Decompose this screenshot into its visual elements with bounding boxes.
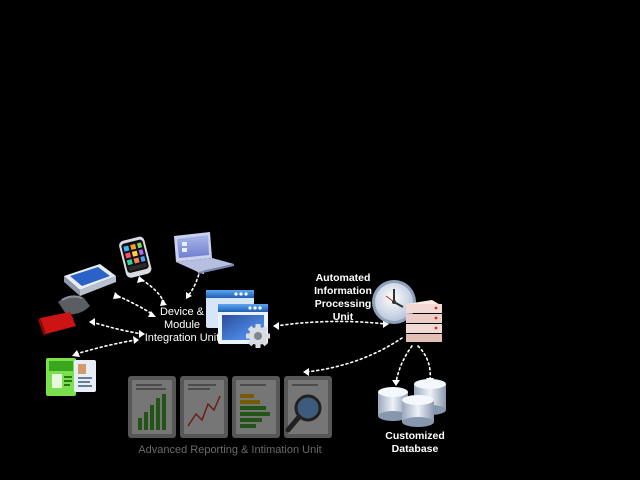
magnifier-report-icon <box>284 376 332 438</box>
auto-label-line-4: Unit <box>332 311 354 323</box>
integration-hub-icon <box>206 290 270 348</box>
auto-label-line-3: Processing <box>314 298 372 310</box>
connector-idcard-hub <box>75 339 137 355</box>
device-integration-label: Device & Module Integration Unit <box>130 306 234 345</box>
db-cylinder <box>402 395 434 427</box>
db-label-line-1: Customized <box>385 430 445 442</box>
clock-icon <box>372 280 416 324</box>
arrowhead <box>392 380 400 386</box>
connector-processing-db-left <box>395 345 413 383</box>
arrowhead <box>137 276 145 283</box>
arrowhead <box>383 320 389 328</box>
connector-phone-hub <box>141 279 165 303</box>
laptop-icon <box>174 232 234 274</box>
device-label-line-2: Module <box>163 319 201 331</box>
arrowhead <box>133 336 139 344</box>
horizontal-bar-report-icon <box>232 376 280 438</box>
connector-processing-db-right <box>417 345 432 381</box>
arrowhead <box>113 292 121 299</box>
device-label-line-3: Integration Unit <box>144 332 220 344</box>
scanner-icon <box>64 264 116 296</box>
auto-label-line-2: Information <box>314 285 372 297</box>
processing-unit-icon <box>372 280 442 342</box>
db-cylinder <box>378 387 408 421</box>
connector-barcode-hub <box>91 321 143 335</box>
automated-processing-label: Automated Information Processing Unit <box>298 272 388 324</box>
arrowhead <box>303 368 309 376</box>
device-label-line-1: Device & <box>159 306 205 318</box>
reporting-unit-label: Advanced Reporting & Intimation Unit <box>138 444 322 456</box>
arrowhead <box>273 322 279 330</box>
arrowhead <box>72 350 80 357</box>
arrowhead <box>139 330 145 338</box>
bar-chart-report-icon <box>128 376 176 438</box>
database-icon <box>378 379 446 427</box>
smartphone-icon <box>119 236 152 278</box>
database-label: Customized Database <box>372 430 458 456</box>
connector-scanner-hub <box>117 295 153 315</box>
auto-label-line-1: Automated <box>315 272 371 284</box>
arrowhead <box>148 311 156 317</box>
arrowhead <box>186 292 192 299</box>
connector-hub-processing <box>275 320 387 327</box>
arrowhead <box>89 318 95 326</box>
connector-processing-reports <box>305 337 403 373</box>
barcode-scanner-icon <box>38 295 90 336</box>
id-card-icon <box>46 358 96 396</box>
line-chart-report-icon <box>180 376 228 438</box>
reporting-documents <box>128 376 332 438</box>
db-label-line-2: Database <box>391 443 439 455</box>
server-icon <box>406 300 442 342</box>
gear-icon <box>246 324 270 348</box>
arrowhead <box>160 299 167 306</box>
